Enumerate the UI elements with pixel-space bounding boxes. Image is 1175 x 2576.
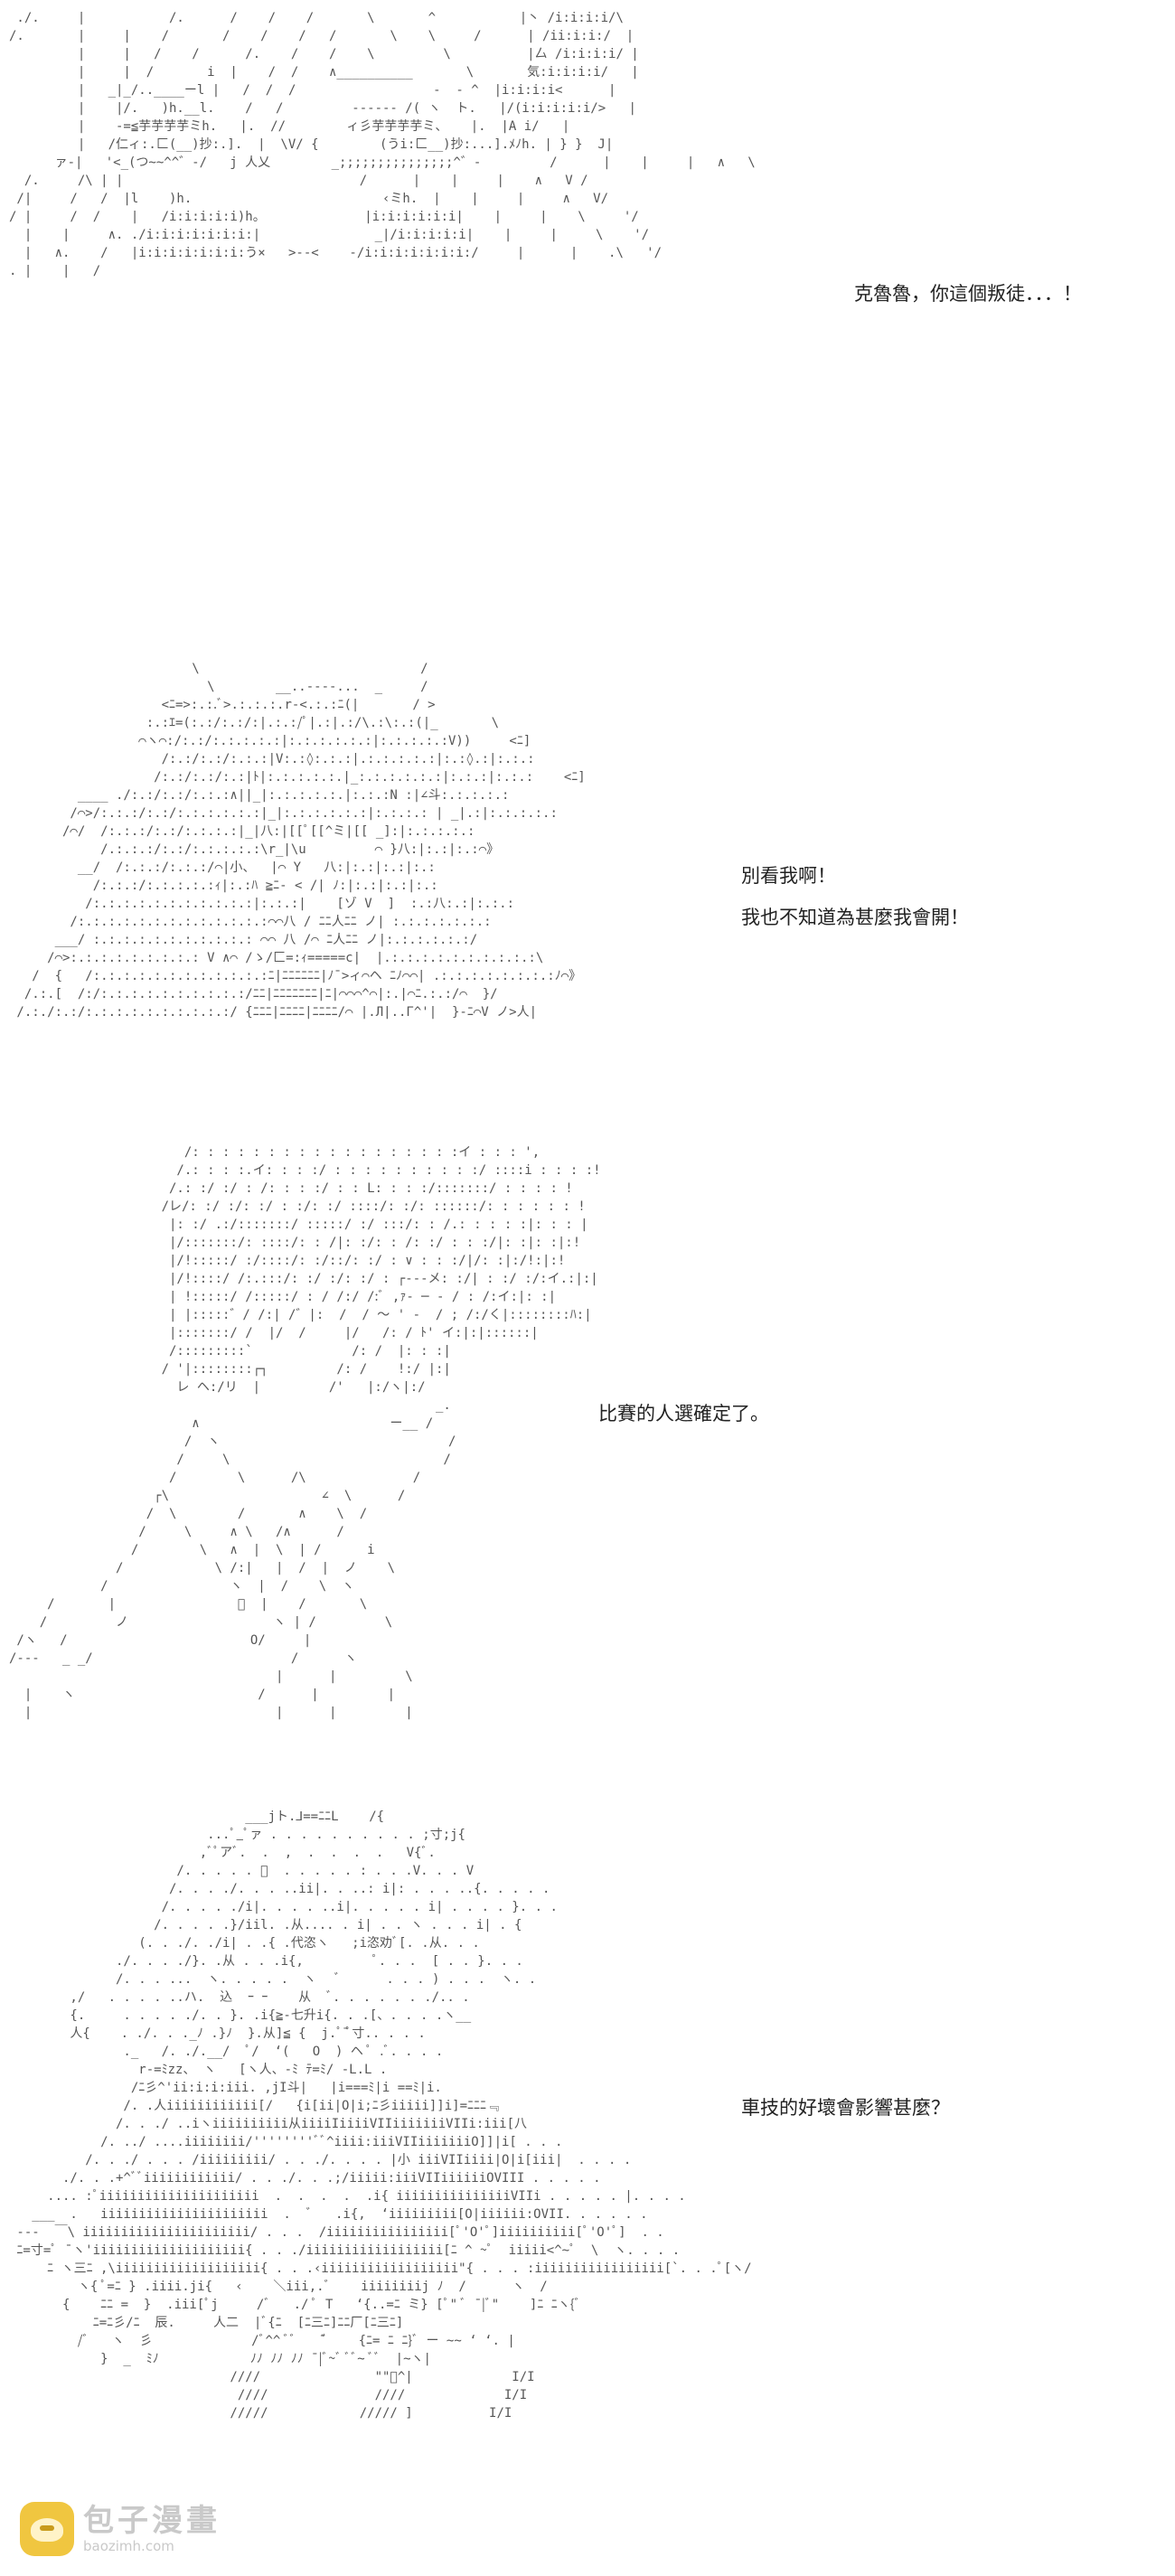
caption-text: 別看我啊！ bbox=[741, 865, 836, 887]
panel-1: ./. | /. / / / \ ^ |丶 /i:i:i:i/\ /. | | … bbox=[0, 0, 1175, 633]
ascii-art-character-scarf: ___jト.⅃==ﾆﾆL /{ ...ﾟ_ﾟァ . . . . . . . . … bbox=[16, 1810, 752, 2421]
panel-3: /: : : : : : : : : : : : : : : : : :イ : … bbox=[0, 1134, 1175, 1803]
caption-panel-4: 車技的好壞會影響甚麼？ bbox=[741, 2093, 950, 2135]
caption-panel-2: 別看我啊！ 我也不知道為甚麼我會開！ bbox=[741, 861, 969, 945]
panel-2: \ / \ __..---‐... _ / <ﾆ=>:.:.ﾞ>.:.:.:.r… bbox=[0, 651, 1175, 1121]
caption-panel-3: 比賽的人選確定了。 bbox=[598, 1399, 769, 1441]
caption-text: 比賽的人選確定了。 bbox=[598, 1403, 769, 1424]
ascii-art-figure-standing: /: : : : : : : : : : : : : : : : : :イ : … bbox=[9, 1145, 601, 1720]
caption-text: 車技的好壞會影響甚麼？ bbox=[741, 2097, 950, 2119]
caption-text: 克魯魯，你這個叛徒．．．！ bbox=[854, 283, 1082, 305]
caption-text: 我也不知道為甚麼我會開！ bbox=[741, 907, 969, 928]
caption-panel-1: 克魯魯，你這個叛徒．．．！ bbox=[854, 285, 1082, 317]
bun-logo-icon bbox=[20, 2502, 74, 2556]
watermark: 包子漫畫 baozimh.com bbox=[20, 2502, 221, 2556]
panel-4: ___jト.⅃==ﾆﾆL /{ ...ﾟ_ﾟァ . . . . . . . . … bbox=[0, 1799, 1175, 2576]
watermark-title: 包子漫畫 bbox=[83, 2502, 221, 2539]
ascii-art-chibi-flustered: \ / \ __..---‐... _ / <ﾆ=>:.:.ﾞ>.:.:.:.r… bbox=[16, 662, 586, 1020]
ascii-art-character-closeup: ./. | /. / / / \ ^ |丶 /i:i:i:i/\ /. | | … bbox=[9, 9, 1082, 304]
watermark-url: baozimh.com bbox=[83, 2537, 174, 2554]
